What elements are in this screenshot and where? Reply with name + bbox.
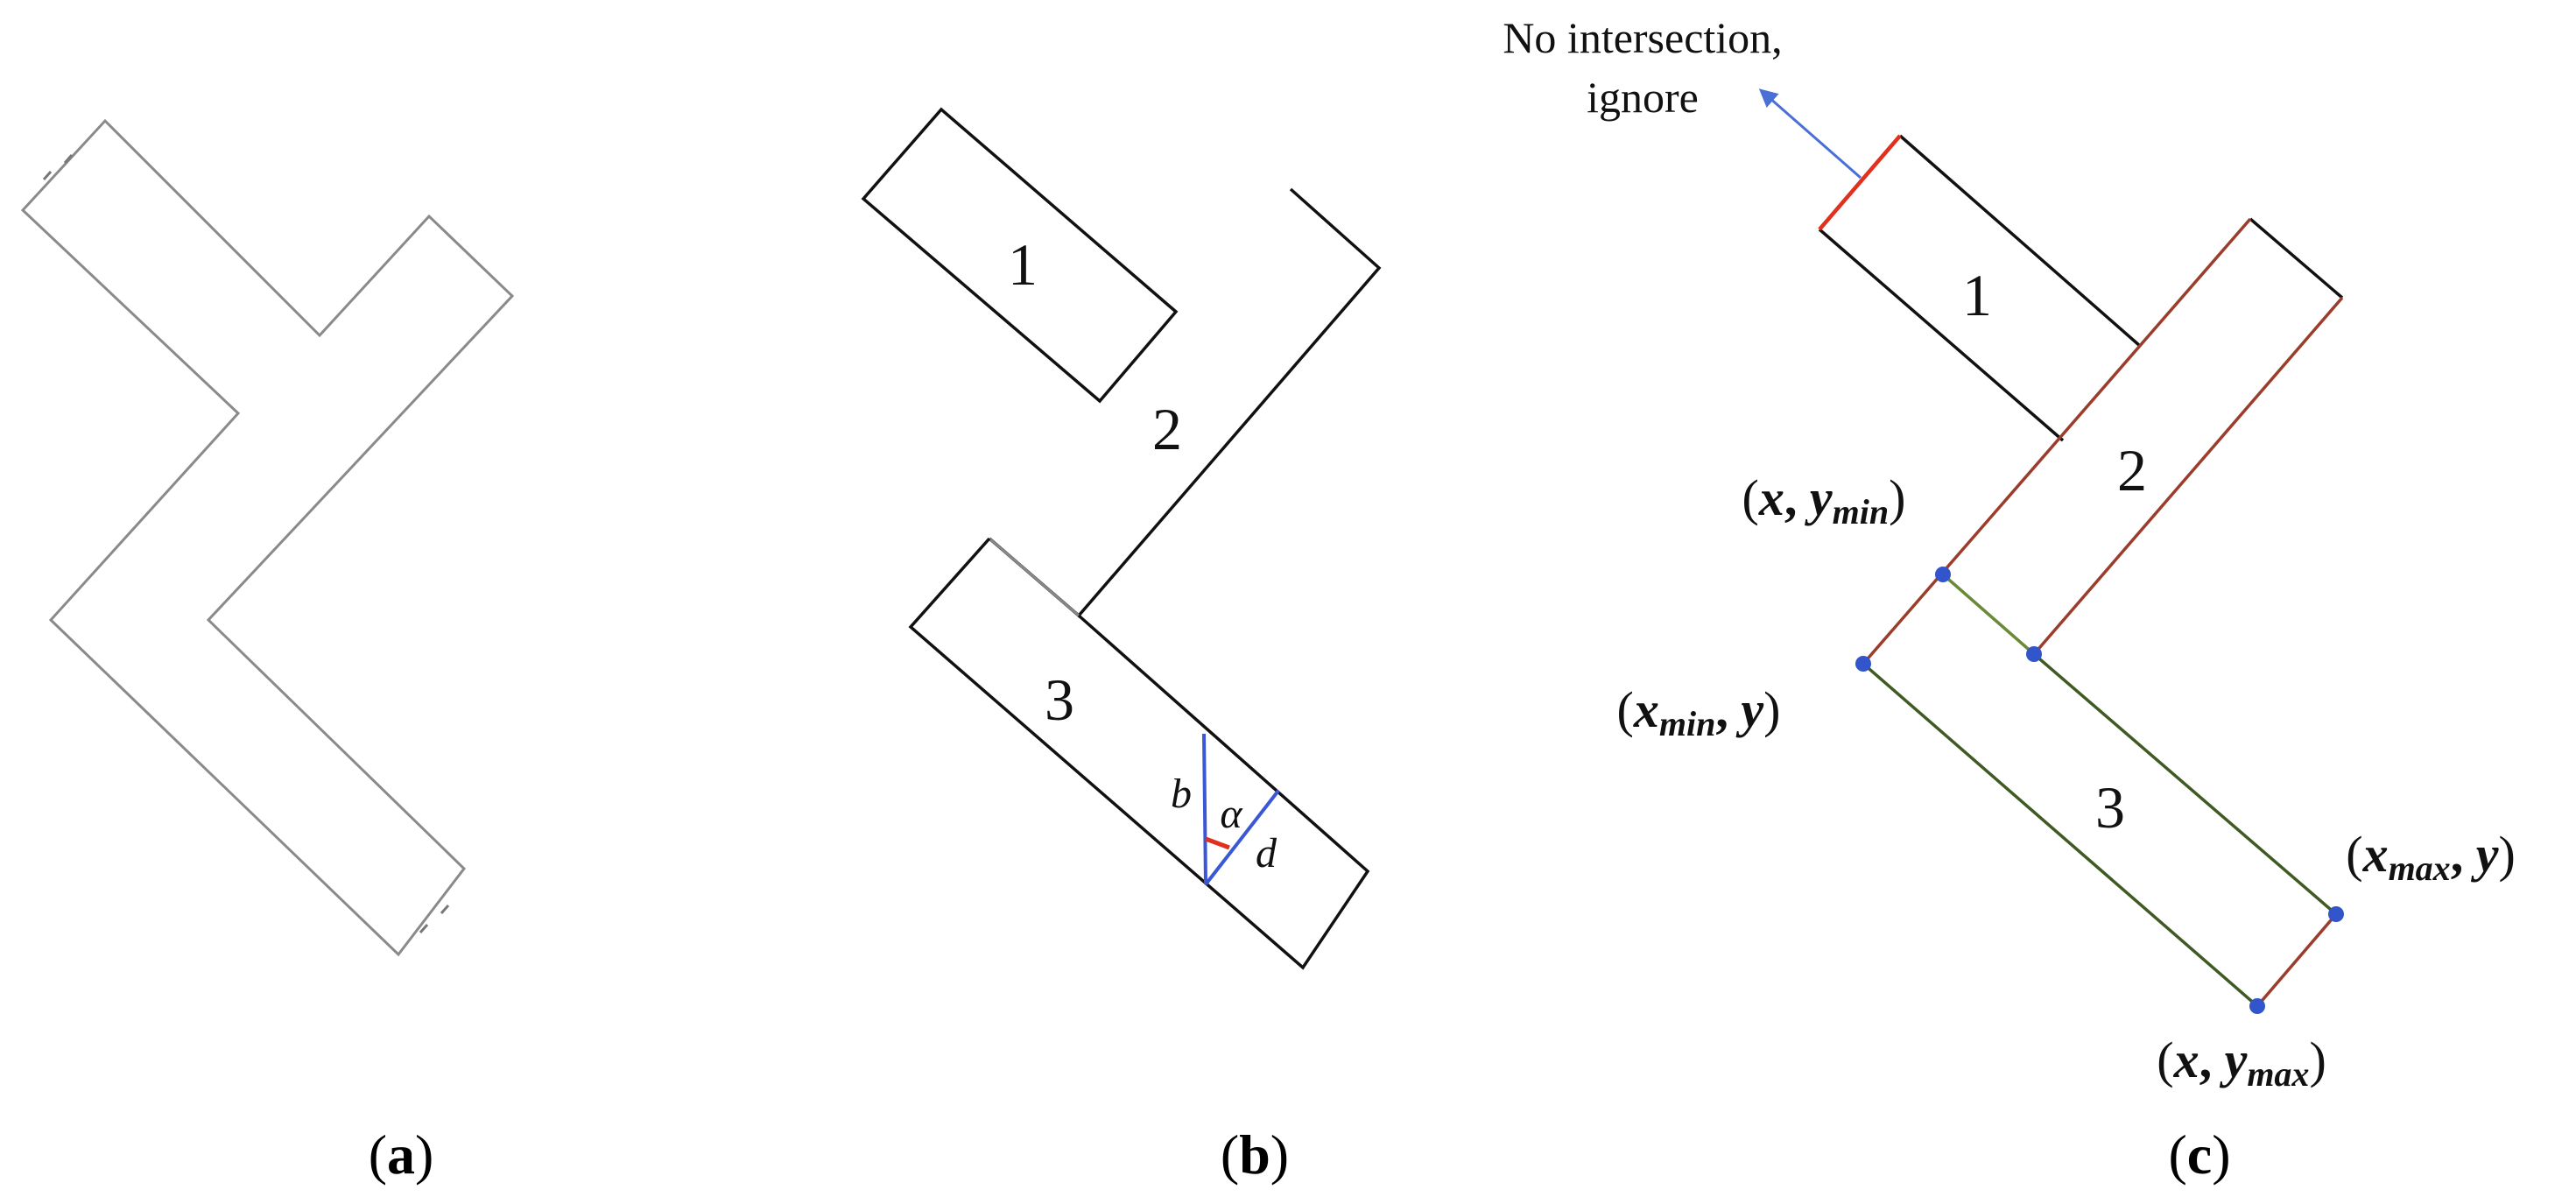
panel-c-rect-3-top — [1941, 573, 2036, 656]
panel-c-label-y-min: (x, ymin) — [1742, 469, 1906, 532]
panel-a-top-ticks — [42, 154, 74, 180]
panel-b-rect-2-open-edge — [989, 537, 1080, 617]
panel-b-label-side-b: b — [1171, 771, 1192, 817]
panel-b-label-1: 1 — [1008, 231, 1038, 298]
panel-b-angle-mark — [1205, 836, 1230, 850]
panel-b-label-alpha: α — [1220, 791, 1242, 837]
panel-c-label-x-min: (xmin, y) — [1617, 681, 1781, 743]
panel-c-label-y-max: (x, ymax) — [2157, 1031, 2326, 1094]
panel-c-caption: (c) — [2168, 1123, 2230, 1186]
panel-c-rect-3-right — [2032, 652, 2338, 916]
panel-c-point-inner — [2026, 646, 2042, 662]
panel-c-rect-3-left — [1862, 662, 2259, 1008]
panel-c-label-x-max: (xmax, y) — [2346, 826, 2516, 888]
panel-b-label-2: 2 — [1152, 396, 1182, 462]
panel-c-point-x-min — [1855, 656, 1871, 672]
panel-c-points — [1855, 567, 2344, 1014]
panel-a-outline — [20, 118, 515, 957]
panel-b-rect-1 — [861, 107, 1179, 404]
panel-c-point-y-min — [1935, 567, 1951, 582]
panel-c-rect-2-left — [1862, 217, 2252, 665]
panel-c-rect-1-top — [1898, 134, 2142, 348]
panel-a-caption: (a) — [369, 1123, 434, 1186]
panel-c-rect-2-right — [2032, 296, 2344, 656]
panel-b-side-b-line — [1202, 733, 1207, 885]
panel-a — [20, 118, 515, 957]
panel-c-annotation-line1: No intersection, — [1503, 13, 1782, 62]
panel-b-side-d-line — [1204, 789, 1280, 886]
panel-c-annotation-line2: ignore — [1587, 73, 1699, 122]
panel-b-label-side-d: d — [1256, 830, 1277, 877]
panel-c-arrow — [1758, 88, 1862, 180]
panel-c-label-3: 3 — [2095, 774, 2125, 841]
panel-c — [1758, 88, 2344, 1008]
panel-c-rect-3-bottom — [2256, 912, 2338, 1008]
panel-c-label-2: 2 — [2117, 437, 2147, 503]
panel-b-rect-2 — [988, 187, 1382, 618]
panel-b-label-3: 3 — [1045, 666, 1074, 733]
panel-c-rect-2-top — [2249, 217, 2344, 299]
panel-a-bottom-ticks — [419, 905, 450, 933]
panel-c-point-y-max — [2249, 998, 2265, 1014]
panel-c-label-1: 1 — [1962, 262, 1992, 328]
panel-c-rect-1-left — [1818, 228, 2065, 442]
panel-c-ignored-edge — [1818, 134, 1902, 231]
panel-c-point-x-max — [2328, 906, 2344, 922]
panel-b-rect-3 — [908, 537, 1370, 970]
panel-b-caption: (b) — [1221, 1123, 1289, 1186]
panel-b — [861, 107, 1382, 970]
